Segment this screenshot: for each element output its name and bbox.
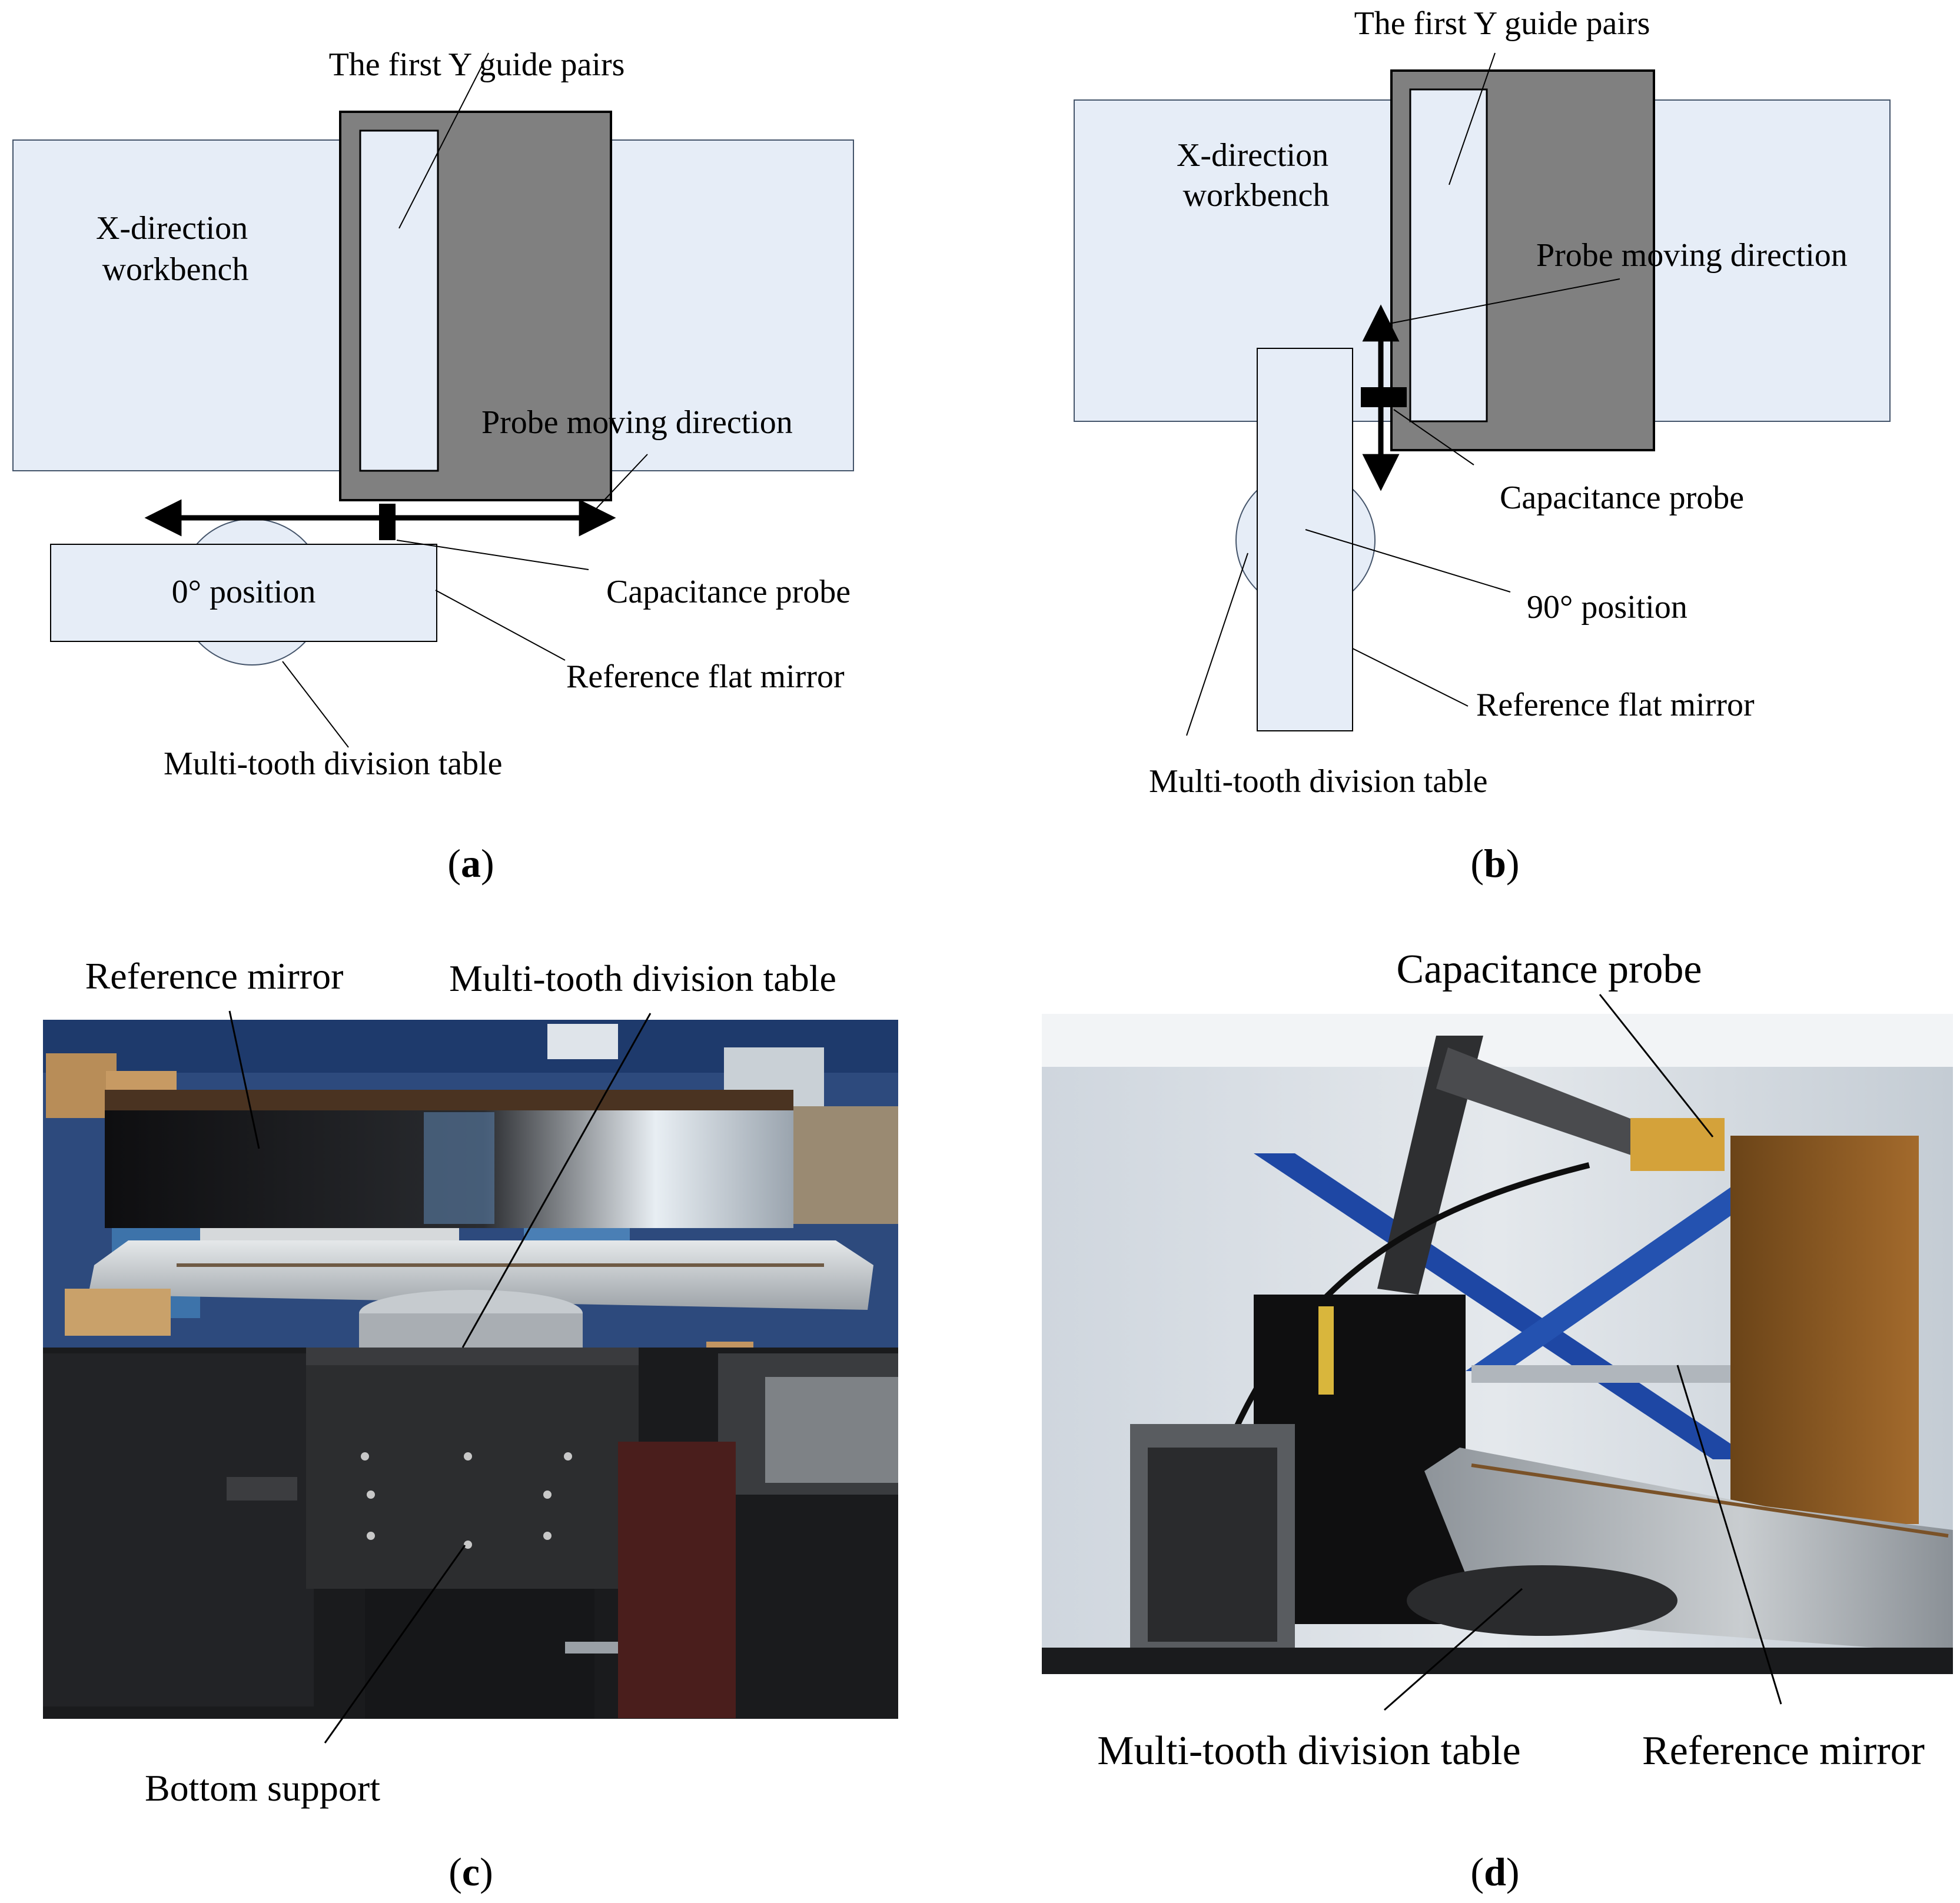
label-guide-pairs: The first Y guide pairs [329,46,625,83]
leader-division-table [282,661,349,748]
caption-b: (b) [1470,841,1519,886]
leader-probe-direction [589,454,648,516]
leader-probe-direction [1388,278,1620,324]
photo-robot-arm [1377,1036,1483,1295]
label-probe-direction: Probe moving direction [481,404,793,441]
label-reference-flat-mirror: Reference flat mirror [1476,687,1755,723]
leader-guide [398,52,489,229]
label-workbench-1: X-direction [96,210,248,247]
label-guide-pairs: The first Y guide pairs [1354,5,1650,42]
y-guide-rail [359,129,439,472]
label-division-table: Multi-tooth division table [1149,763,1488,800]
label-probe-direction: Probe moving direction [1536,237,1848,274]
label-capacitance-probe: Capacitance probe [606,574,851,610]
leader-reference-mirror [435,590,566,661]
panel-a: The first Y guide pairs X-direction work… [12,46,854,886]
label-position: 90° position [1527,589,1687,626]
panel-c: Reference mirror Multi-tooth division ta… [43,955,898,1894]
panel-b: The first Y guide pairs X-direction work… [1074,5,1891,886]
caption-d: (d) [1470,1849,1519,1894]
label-workbench-2: workbench [1183,177,1330,214]
leader-capacitance-probe [396,540,589,570]
label-workbench-2: workbench [102,251,249,288]
leader-division-table [1186,553,1248,736]
leader-bottom-support [324,1545,466,1744]
leader-reference-mirror [1352,648,1469,707]
photo-bottom-support [306,1348,639,1589]
caption-c-letter: c [462,1849,480,1894]
leader-reference-mirror [228,1010,260,1149]
capacitance-probe [1361,387,1407,407]
leader-division-table [1384,1588,1523,1711]
label-division-table: Multi-tooth division table [1097,1728,1520,1774]
label-capacitance-probe: Capacitance probe [1397,947,1702,992]
label-reference-flat-mirror: Reference flat mirror [566,658,845,695]
leader-capacitance-probe [1599,994,1714,1137]
leader-capacitance-probe [1393,409,1474,465]
caption-a-letter: a [461,841,481,886]
label-position: 0° position [172,574,316,610]
leader-reference-mirror [1676,1365,1782,1705]
label-bottom-support: Bottom support [145,1767,380,1809]
leader-position [1305,529,1511,593]
caption-b-letter: b [1484,841,1506,886]
photo-aluminium-plate [88,1240,873,1310]
panel-d: Capacitance probe Multi-tooth division t… [1042,947,1953,1894]
photo-c [43,1020,898,1719]
photo-division-table [1407,1565,1677,1636]
label-reference-mirror: Reference mirror [1642,1728,1925,1774]
photo-reference-mirror [1730,1136,1919,1524]
y-guide-rail [1409,88,1488,422]
capacitance-probe [379,504,396,540]
label-reference-mirror: Reference mirror [85,955,344,997]
label-capacitance-probe: Capacitance probe [1500,480,1744,516]
caption-d-letter: d [1484,1849,1506,1894]
label-division-table: Multi-tooth division table [164,746,503,782]
reference-flat-mirror [50,544,437,642]
leader-division-table [461,1013,652,1348]
label-workbench-1: X-direction [1177,137,1328,174]
label-division-table: Multi-tooth division table [449,957,836,999]
caption-a: (a) [447,841,494,886]
photo-d [1042,1014,1953,1674]
leader-guide [1449,52,1496,185]
caption-c: (c) [449,1849,493,1894]
